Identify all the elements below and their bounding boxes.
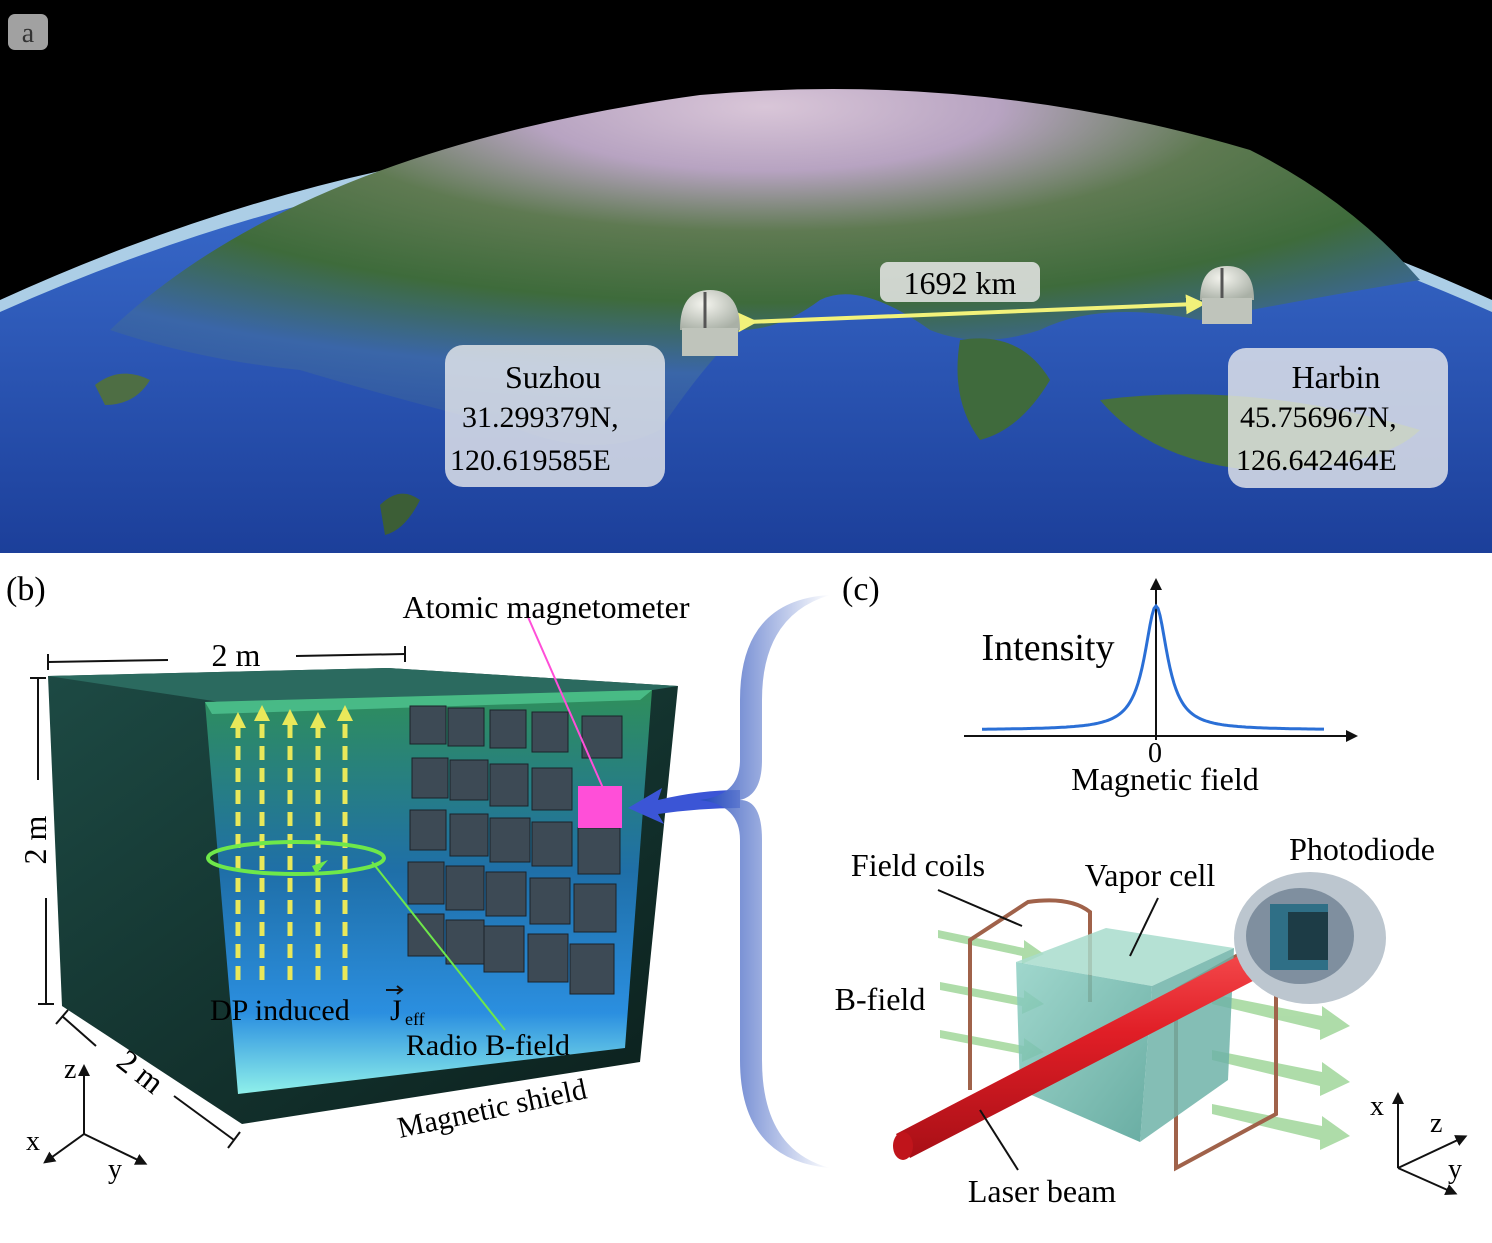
suzhou-name: Suzhou xyxy=(505,359,601,395)
vector-arrow-icon xyxy=(386,985,404,995)
axis-c-x: x xyxy=(1370,1091,1384,1122)
axis-b-y: y xyxy=(108,1154,122,1185)
radio-b-field-label: Radio B-field xyxy=(406,1029,570,1062)
axis-c-z: z xyxy=(1430,1108,1442,1139)
suzhou-label-box xyxy=(445,345,665,487)
axes-triad-b xyxy=(43,1064,148,1165)
field-coils-label: Field coils xyxy=(851,847,985,883)
radio-loop-arrow-icon xyxy=(312,860,328,874)
distance-label-box xyxy=(880,262,1040,302)
j-symbol: J xyxy=(390,994,402,1027)
panel-b: (b) Atomic magnetometer xyxy=(6,571,740,1185)
harbin-name: Harbin xyxy=(1292,359,1381,395)
laser-beam-label: Laser beam xyxy=(968,1173,1116,1209)
dp-induced-label: DP induced xyxy=(210,994,350,1027)
lorentzian-plot: Intensity 0 Magnetic field xyxy=(964,578,1358,797)
dimension-lines xyxy=(30,646,406,1149)
intensity-label: Intensity xyxy=(982,627,1115,669)
panel-a-tag: a xyxy=(22,18,35,49)
vapor-cell-pointer xyxy=(1129,897,1159,957)
b-field-label: B-field xyxy=(835,981,926,1017)
panel-c: (c) Intensity 0 Magnetic field xyxy=(835,571,1468,1209)
suzhou-observatory-icon xyxy=(680,290,740,356)
distance-line xyxy=(737,294,1206,333)
axis-b-x: x xyxy=(26,1126,40,1157)
axis-c-y: y xyxy=(1448,1154,1462,1185)
magnetometer-pointer xyxy=(527,616,604,789)
harbin-label-box xyxy=(1228,348,1448,488)
width-dimension-label: 2 m xyxy=(212,637,261,673)
atomic-magnetometer-cube xyxy=(578,786,622,828)
hainan-island xyxy=(95,373,150,405)
radio-pointer xyxy=(371,861,506,1031)
height-dimension-label: 2 m xyxy=(17,815,53,864)
laser-beam xyxy=(893,908,1344,1160)
shield-top-edge xyxy=(48,668,678,702)
photodiode-label: Photodiode xyxy=(1289,831,1435,867)
panel-a-tag-box xyxy=(8,14,48,50)
axes-triad-c xyxy=(1392,1092,1468,1196)
magnetometer-label: Atomic magnetometer xyxy=(402,589,689,625)
inset-brace xyxy=(700,595,830,1168)
detector-array xyxy=(407,705,623,995)
suzhou-longitude: 120.619585E xyxy=(450,444,611,477)
radio-b-field-loop xyxy=(206,840,386,876)
photodiode xyxy=(1234,872,1386,1004)
magnetic-field-label: Magnetic field xyxy=(1071,761,1258,797)
harbin-latitude: 45.756967N, xyxy=(1240,401,1397,434)
panel-b-tag: (b) xyxy=(6,571,46,608)
harbin-longitude: 126.642464E xyxy=(1236,444,1397,477)
magnetometer-inset-arrow-icon xyxy=(628,788,740,824)
vapor-cell-label: Vapor cell xyxy=(1085,857,1216,893)
cavity-top-glow xyxy=(205,690,652,714)
korea-peninsula xyxy=(957,338,1050,440)
suzhou-latitude: 31.299379N, xyxy=(462,401,619,434)
harbin-observatory-icon xyxy=(1200,266,1254,324)
asia-landmass xyxy=(110,89,1420,446)
axis-b-z: z xyxy=(64,1054,76,1085)
b-field-arrows xyxy=(938,930,1350,1150)
panel-a: a 1692 km Suzhou 31.299379N, 120.619585E… xyxy=(0,0,1492,553)
laser-beam-pointer xyxy=(979,1109,1019,1171)
field-coils-pointer xyxy=(937,889,1023,927)
lorentzian-curve xyxy=(982,603,1324,731)
j-subscript: eff xyxy=(405,1009,425,1029)
dp-current-arrows xyxy=(230,705,353,980)
curve-zero-label: 0 xyxy=(1148,738,1162,769)
taiwan-island xyxy=(380,493,420,535)
distance-label: 1692 km xyxy=(904,265,1017,301)
panel-c-tag: (c) xyxy=(842,571,880,608)
field-coil-left xyxy=(968,898,1092,1090)
